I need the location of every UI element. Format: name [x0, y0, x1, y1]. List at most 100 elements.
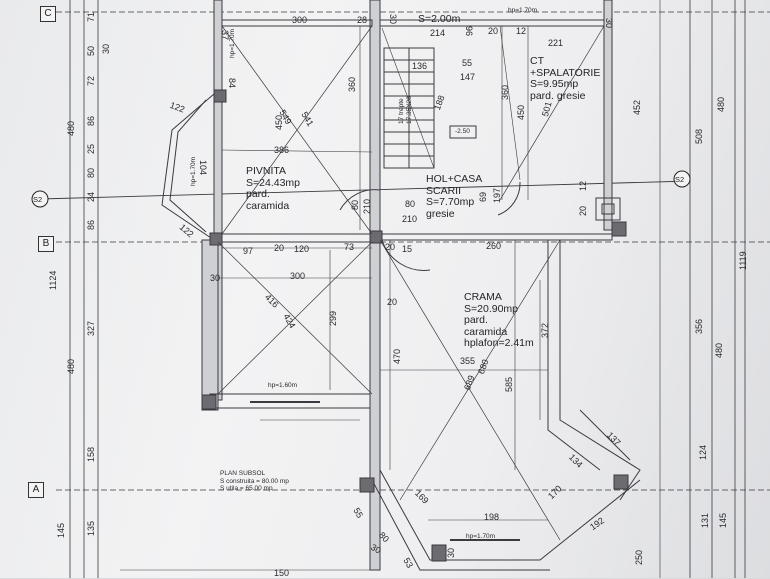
dim-260: 260 [486, 241, 502, 251]
dim-356: 356 [694, 318, 704, 334]
dim-15: 15 [402, 244, 413, 254]
dim-30-top: 30 [388, 14, 398, 25]
axis-b-marker: B [38, 236, 54, 252]
dim-80-v: 80 [350, 199, 360, 210]
dim-136: 136 [412, 61, 428, 71]
dim-20-d: 20 [387, 297, 398, 307]
dim-480-mid: 480 [714, 342, 724, 358]
room-pivnita-name: PIVNITA [246, 165, 287, 177]
dim-left-145: 145 [56, 522, 66, 538]
room-ct: CT +SPALATORIE S=9.95mp pard. gresie [530, 55, 601, 102]
dim-120: 120 [294, 244, 310, 254]
plan-note: PLAN SUBSOL S construita = 80.00 mp S ut… [220, 470, 289, 493]
room-hol-name2: SCARII [426, 184, 462, 197]
dim-20-b: 20 [274, 243, 285, 253]
room-ct-name2: +SPALATORIE [530, 66, 601, 79]
dim-left-86b: 86 [86, 219, 96, 230]
dim-508: 508 [694, 128, 704, 144]
window-height-top: hp=1.70m [508, 7, 538, 14]
room-pivnita: PIVNITA S=24.43mp pard. caramida [246, 165, 300, 212]
dim-30-left: 30 [210, 273, 221, 283]
dim-20-right: 20 [578, 205, 588, 216]
dim-147: 147 [460, 72, 476, 82]
dim-452: 452 [632, 99, 642, 115]
dim-360-left: 360 [347, 76, 357, 92]
dim-12-right: 12 [578, 180, 588, 191]
room-ct-name: CT [530, 55, 544, 67]
dim-150: 150 [274, 568, 290, 578]
dim-left-50: 50 [86, 45, 96, 56]
dim-104: 104 [198, 160, 208, 176]
dim-1119: 1119 [738, 251, 748, 270]
axis-a-marker: A [28, 482, 44, 498]
room-hol: HOL+CASA SCARII S=7.70mp gresie [426, 173, 483, 220]
dim-30-right: 30 [604, 18, 614, 29]
room-hol-finish: gresie [426, 207, 455, 220]
room-crama: CRAMA S=20.90mp pard. caramida hplafon=2… [464, 291, 534, 350]
room-pivnita-finish2: caramida [246, 199, 290, 212]
dim-left-72: 72 [86, 75, 96, 86]
dim-145-right: 145 [718, 512, 728, 528]
room-crama-finish2: caramida [464, 325, 508, 338]
dim-left-25: 25 [86, 143, 96, 154]
dim-360-ct: 360 [500, 84, 510, 100]
dim-84: 84 [227, 78, 237, 89]
room-crama-ceiling: hplafon=2.41m [464, 337, 534, 349]
dim-299: 299 [328, 310, 338, 326]
dim-left-30: 30 [101, 43, 111, 54]
dim-197: 197 [492, 187, 502, 203]
dim-300-mid: 300 [290, 271, 306, 281]
dim-198: 198 [484, 512, 500, 522]
dim-221: 221 [548, 38, 564, 48]
dim-386: 386 [274, 145, 290, 155]
dim-left-135: 135 [86, 520, 96, 536]
dim-37: 37 [220, 30, 230, 41]
dim-left-80: 80 [86, 167, 96, 178]
stairs-label-size: 17.35X28 [406, 96, 413, 124]
dim-left-480b: 480 [66, 358, 76, 374]
dim-480-right: 480 [716, 96, 726, 112]
dim-585: 585 [504, 376, 514, 392]
stairs-level: -2.50 [455, 128, 470, 135]
plan-note-title: PLAN SUBSOL [220, 470, 266, 477]
top-area-label: S=2.00m [418, 13, 461, 25]
room-ct-finish: pard. gresie [530, 89, 586, 102]
room-crama-name: CRAMA [464, 291, 502, 303]
dim-12-top: 12 [516, 26, 527, 36]
section-left-marker: S2 [33, 195, 43, 204]
dim-210-hol: 210 [402, 214, 418, 224]
room-ct-area: S=9.95mp [530, 78, 579, 90]
dim-left-158: 158 [86, 446, 96, 462]
dim-214: 214 [430, 28, 446, 38]
dim-left-327: 327 [86, 320, 96, 336]
dim-355: 355 [460, 356, 476, 366]
watermark [190, 236, 227, 363]
dim-210-v: 210 [362, 198, 372, 214]
room-pivnita-area: S=24.43mp [246, 176, 300, 189]
axis-c-marker: C [40, 6, 56, 22]
dim-73: 73 [344, 242, 355, 252]
dim-372: 372 [540, 322, 550, 338]
window-height-bottom-left: hp=1.60m [268, 382, 298, 389]
dim-131: 131 [700, 512, 710, 528]
dim-left-86a: 86 [86, 115, 96, 126]
dim-250: 250 [634, 549, 644, 565]
window-height-bottom-right: hp=1.70m [466, 533, 496, 540]
plan-note-built: S construita = 80.00 mp [220, 477, 289, 485]
stairs-label-steps: 17 trepte [398, 98, 405, 124]
dim-20-c: 20 [385, 242, 396, 252]
dim-80-hol: 80 [405, 199, 416, 209]
dim-left-1124: 1124 [48, 270, 58, 290]
room-pivnita-finish1: pard. [246, 188, 270, 200]
dim-450-ct: 450 [516, 104, 526, 120]
dim-left-24: 24 [86, 191, 96, 202]
dim-left-71: 71 [86, 11, 96, 22]
dim-124: 124 [698, 444, 708, 460]
dim-30-bay: 30 [446, 547, 456, 558]
window-height-left: hp=1.70m [229, 28, 236, 58]
dim-55: 55 [462, 58, 473, 68]
room-hol-name: HOL+CASA [426, 173, 483, 185]
plan-note-useful: S utila = 65.00 mp [220, 485, 273, 492]
room-crama-area: S=20.90mp [464, 302, 518, 315]
